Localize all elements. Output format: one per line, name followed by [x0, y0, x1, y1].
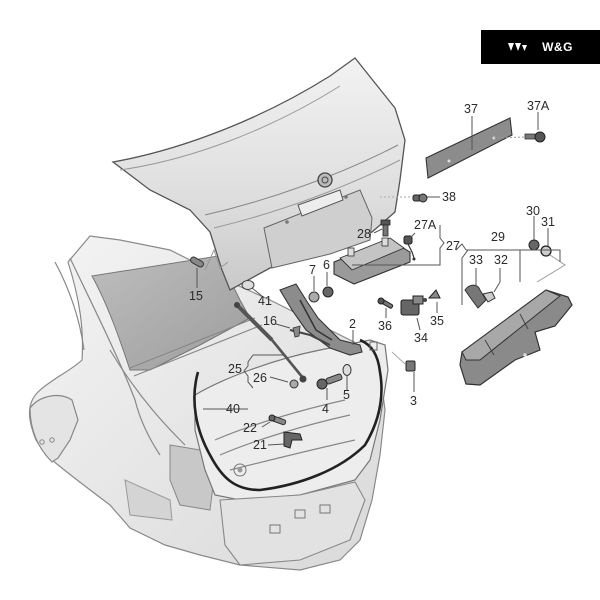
callout-27: 27: [446, 239, 460, 253]
callout-25: 25: [228, 362, 242, 376]
callout-30: 30: [526, 204, 540, 218]
brand-logo: W&G: [481, 30, 600, 64]
car-body: [28, 235, 389, 571]
callout-16: 16: [263, 314, 277, 328]
part-33-grommet: [464, 284, 487, 309]
callout-33: 33: [469, 253, 483, 267]
part-32-clip: [482, 291, 496, 303]
part-21-striker: [283, 431, 303, 449]
part-5-washer: [342, 364, 352, 376]
part-7-nut: [308, 291, 320, 303]
callout-41: 41: [258, 294, 272, 308]
callout-6: 6: [323, 258, 330, 272]
callout-32: 32: [494, 253, 508, 267]
callout-21: 21: [253, 438, 267, 452]
part-38-bolt: [380, 193, 428, 203]
callout-26: 26: [253, 371, 267, 385]
callout-labels: 37 37A 38 28 27A 27 29 30 31 33 32 35 34…: [189, 99, 555, 452]
callout-4: 4: [322, 402, 329, 416]
callout-27A: 27A: [414, 218, 437, 232]
wg-logo-icon: [508, 43, 528, 51]
part-36-screw: [377, 297, 394, 309]
part-3-clip: [405, 360, 416, 372]
leader-lines: [196, 112, 561, 446]
part-41-bump-stop: [241, 280, 255, 290]
callout-31: 31: [541, 215, 555, 229]
trim-cover-panel: [459, 289, 573, 386]
callout-40: 40: [226, 402, 240, 416]
callout-28: 28: [357, 227, 371, 241]
part-34-lock-actuator: [400, 295, 427, 316]
callout-34: 34: [414, 331, 428, 345]
callout-29: 29: [491, 230, 505, 244]
part-22-pin: [268, 414, 287, 426]
callout-37: 37: [464, 102, 478, 116]
part-31-washer: [540, 245, 552, 257]
weatherstrip-seal: [193, 338, 383, 492]
part-15-buffer: [190, 248, 229, 271]
logo-text: W&G: [542, 40, 573, 54]
part-16-clip: [292, 325, 301, 338]
callout-3: 3: [410, 394, 417, 408]
tailgate-handle-light: [333, 237, 411, 285]
part-26-nut: [289, 379, 299, 389]
callout-5: 5: [343, 388, 350, 402]
part-4-bolt: [316, 373, 343, 390]
part-30-nut: [528, 239, 540, 251]
part-6-nut: [322, 286, 334, 298]
part-28-bolt: [380, 219, 391, 237]
callout-7: 7: [309, 263, 316, 277]
part-25-gas-strut: [234, 302, 307, 383]
brand-emblem: [317, 172, 333, 188]
part-35-clip: [427, 289, 441, 299]
part-37-trim-strip: [425, 117, 513, 179]
callout-38: 38: [442, 190, 456, 204]
part-37A-screw: [524, 131, 546, 143]
callout-37A: 37A: [527, 99, 550, 113]
callout-35: 35: [430, 314, 444, 328]
callout-2: 2: [349, 317, 356, 331]
callout-15: 15: [189, 289, 203, 303]
callout-22: 22: [243, 421, 257, 435]
callout-36: 36: [378, 319, 392, 333]
